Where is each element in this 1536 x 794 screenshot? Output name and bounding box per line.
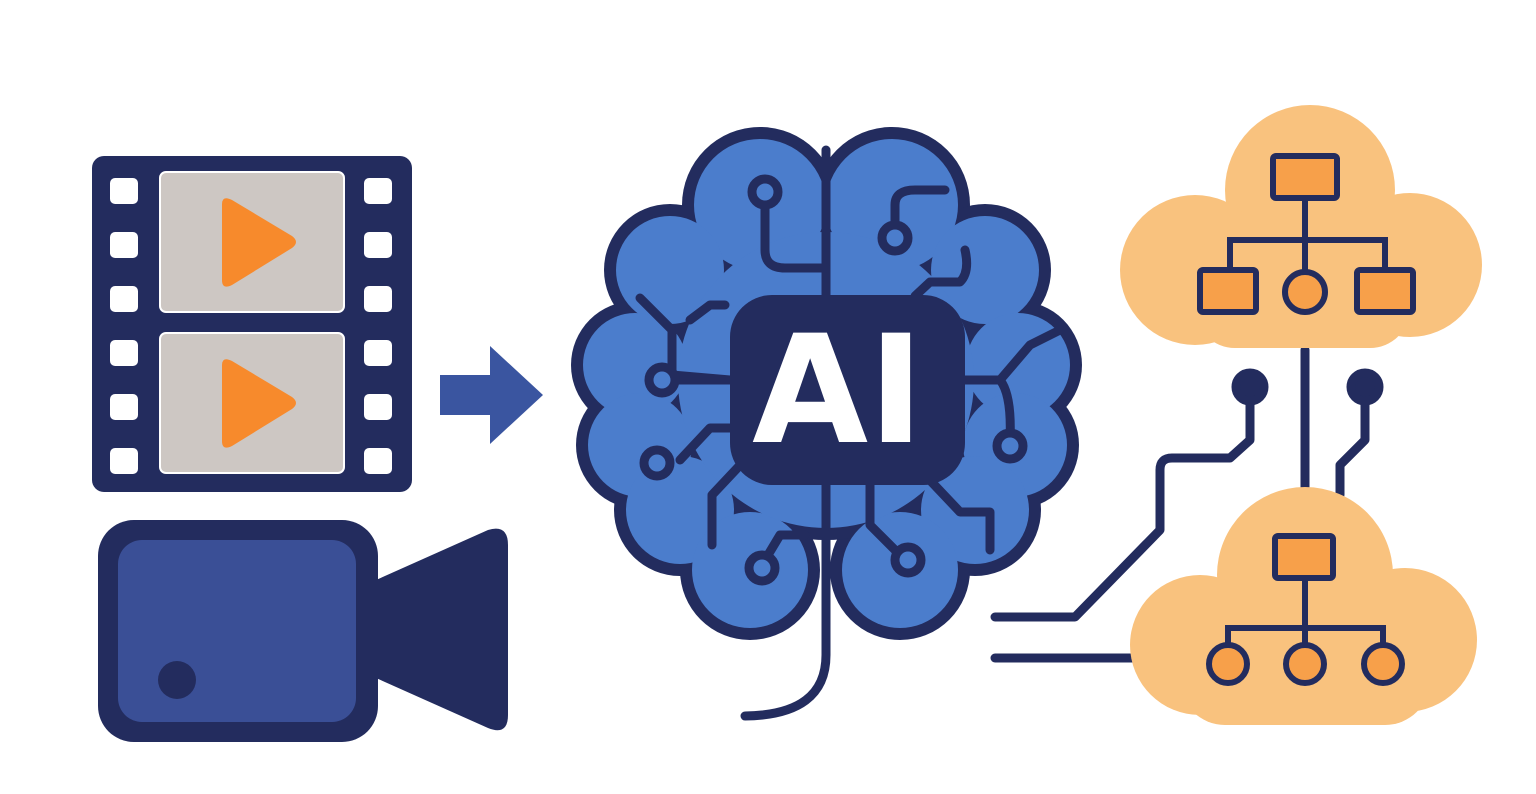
network-connectors [990, 345, 1384, 663]
cloud-network-icon [1130, 487, 1477, 725]
ai-brain-icon: AI [571, 127, 1082, 721]
ai-badge [730, 295, 965, 485]
video-camera-icon [98, 520, 508, 742]
play-icon [222, 198, 296, 287]
arrow-right-icon [440, 346, 543, 444]
play-icon [222, 359, 296, 448]
circuit-lines [635, 145, 1065, 721]
circuit-nodes [639, 174, 1028, 586]
film-strip-icon [92, 156, 412, 492]
ai-label: AI [752, 304, 924, 478]
cloud-network-icon [1120, 105, 1482, 348]
